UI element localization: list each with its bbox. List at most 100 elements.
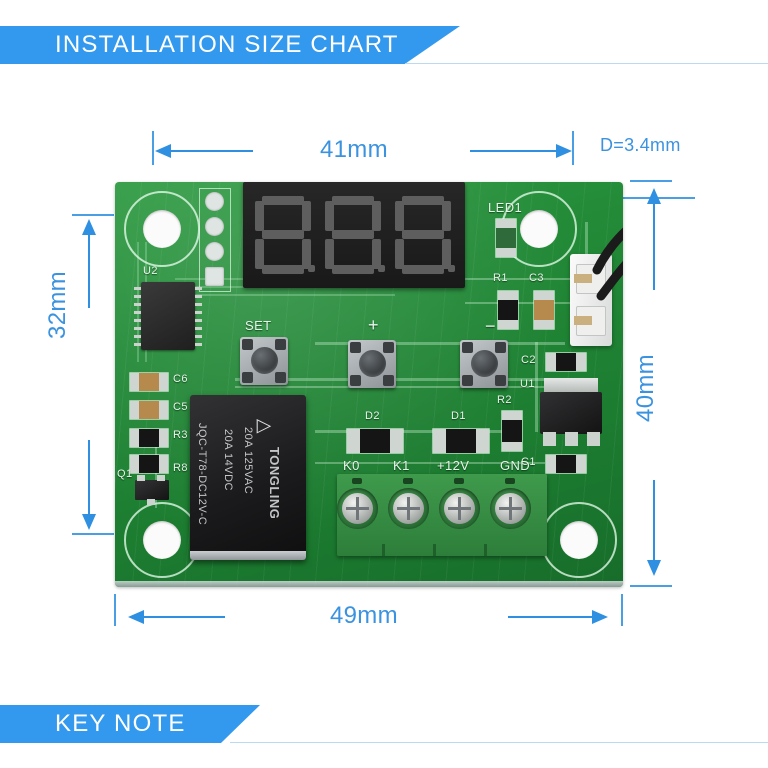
display-decimal-point (448, 265, 455, 272)
relay-rating-ac: 20A 125VAC (242, 427, 254, 495)
display-decimal-point (308, 265, 315, 272)
left-ext-line-bottom (72, 533, 114, 535)
terminal-label-gnd: GND (500, 458, 531, 473)
plus-button-cap[interactable] (359, 350, 386, 377)
dimension-hole-label: D=3.4mm (600, 135, 681, 155)
jst-connector (570, 254, 612, 346)
set-button-cap[interactable] (251, 347, 278, 374)
display-decimal-point (378, 265, 385, 272)
silk-r8: R8 (173, 462, 188, 474)
screw-terminal-block[interactable] (337, 474, 547, 556)
through-hole-pad-square (205, 267, 224, 286)
terminal-screw-slot[interactable] (337, 488, 378, 529)
mounting-hole-top-left (124, 191, 200, 267)
silk-d1: D1 (451, 410, 466, 422)
silk-set-label: SET (245, 318, 272, 333)
relay-brand: TONGLING (267, 447, 282, 520)
minus-button-cap[interactable] (471, 350, 498, 377)
terminal-screw[interactable] (444, 493, 475, 524)
ic-u2 (134, 282, 202, 350)
component-c1 (545, 454, 587, 474)
component-c6 (129, 372, 169, 392)
terminal-screw[interactable] (393, 493, 424, 524)
silk-led1: LED1 (488, 200, 523, 215)
component-c2 (545, 352, 587, 372)
top-arrow-left-head (155, 144, 171, 158)
silk-c1: C1 (521, 456, 536, 468)
set-button[interactable] (240, 337, 288, 385)
top-arrow-left-shaft (165, 150, 253, 152)
terminal-label-12v: +12V (437, 458, 470, 473)
pcb-trace (315, 342, 565, 345)
component-c3 (533, 290, 555, 330)
plus-button[interactable] (348, 340, 396, 388)
jst-contact (574, 316, 592, 325)
component-d1 (432, 428, 490, 454)
silk-r3: R3 (173, 429, 188, 441)
silk-c6: C6 (173, 373, 188, 385)
pcb-trace (465, 278, 575, 280)
ic-pins-left (134, 282, 141, 350)
top-ext-line-left (152, 131, 154, 165)
terminal-screw[interactable] (342, 493, 373, 524)
terminal-fin (433, 544, 436, 556)
silk-q1: Q1 (117, 468, 133, 480)
hole-bore (143, 521, 181, 559)
component-r2 (501, 410, 523, 452)
terminal-wire-hole (454, 478, 464, 484)
dimension-bottom-label: 49mm (330, 602, 398, 629)
terminal-wire-hole (403, 478, 413, 484)
pcb-trace (535, 342, 538, 432)
left-arrow-down-shaft (88, 440, 90, 518)
pcb-bottom-bevel (115, 581, 623, 587)
minus-button[interactable] (460, 340, 508, 388)
dimension-right-label: 40mm (632, 354, 659, 422)
top-banner: INSTALLATION SIZE CHART (0, 26, 768, 64)
terminal-screw-slot[interactable] (388, 488, 429, 529)
pcb-trace (235, 378, 565, 381)
component-r8 (129, 454, 169, 474)
right-arrow-down-head (647, 560, 661, 576)
silk-u1: U1 (520, 378, 535, 390)
display-digit (395, 196, 455, 274)
dimension-top-label: 41mm (320, 136, 388, 163)
left-arrow-up-head (82, 219, 96, 235)
through-hole-pad (205, 217, 224, 236)
component-r3 (129, 428, 169, 448)
top-banner-title: INSTALLATION SIZE CHART (55, 31, 399, 58)
bottom-arrow-left-shaft (140, 616, 225, 618)
pcb-trace (137, 242, 139, 362)
right-arrow-up-shaft (653, 200, 655, 290)
pcb-trace (175, 294, 395, 296)
regulator-tab (544, 378, 598, 394)
terminal-label-k1: K1 (393, 458, 410, 473)
terminal-wire-hole (352, 478, 362, 484)
silk-u2: U2 (143, 265, 158, 277)
silk-r2: R2 (497, 394, 512, 406)
regulator-u1 (540, 378, 602, 448)
left-arrow-down-head (82, 514, 96, 530)
silk-c2: C2 (521, 354, 536, 366)
relay-part-number: JQC-T78-DC12V-C (196, 423, 208, 526)
right-arrow-down-shaft (653, 480, 655, 564)
silk-plus-label: + (368, 315, 379, 335)
sensor-wires (592, 227, 623, 301)
terminal-screw[interactable] (495, 493, 526, 524)
pcb-trace (315, 430, 505, 433)
terminal-screw-slot[interactable] (490, 488, 531, 529)
relay-rating-dc: 20A 14VDC (222, 429, 234, 491)
component-led1 (495, 218, 517, 258)
hole-bore (520, 210, 558, 248)
pcb-trace (235, 386, 565, 388)
pcb-trace (465, 302, 595, 304)
pin-header-pads (199, 188, 231, 292)
hole-bore (560, 521, 598, 559)
top-ext-line-right (572, 131, 574, 165)
terminal-screw-slot[interactable] (439, 488, 480, 529)
terminal-fin (382, 544, 385, 556)
silk-minus-label: − (485, 316, 496, 336)
dimension-left-label: 32mm (44, 271, 71, 339)
bottom-ext-line-right (621, 594, 623, 626)
component-r1 (497, 290, 519, 330)
